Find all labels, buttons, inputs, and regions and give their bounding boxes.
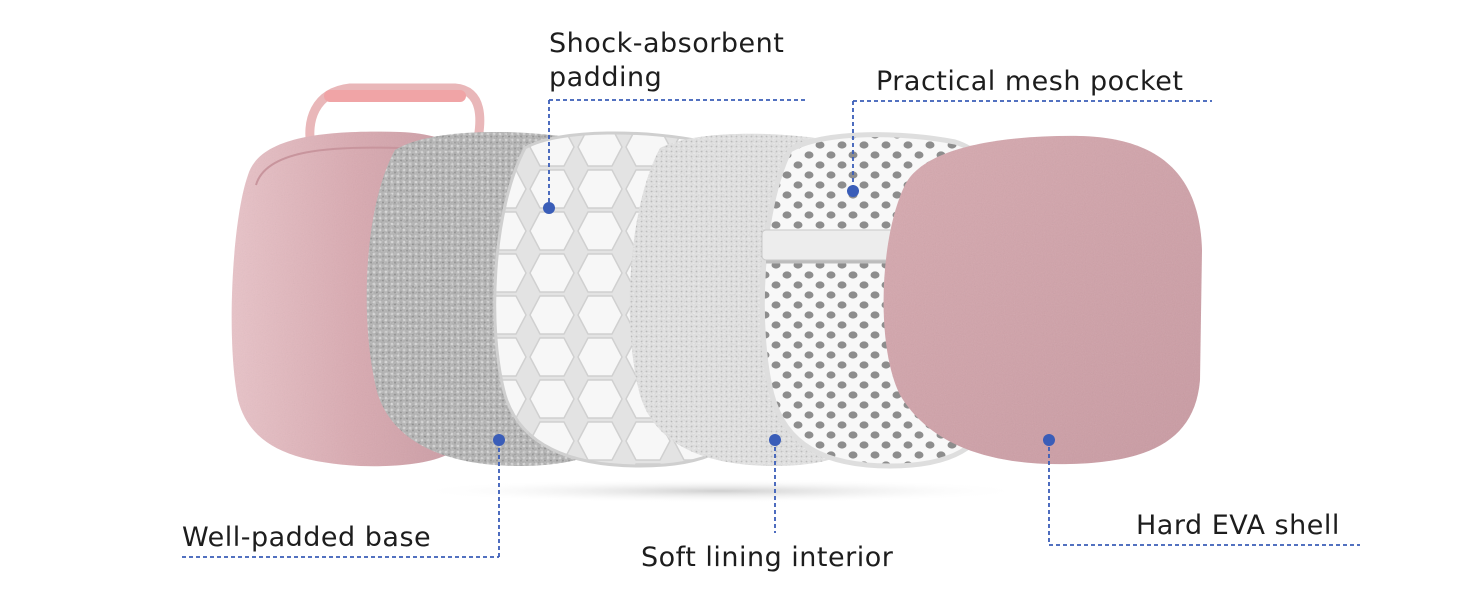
dot-mesh (847, 185, 859, 197)
label-hard-eva-shell: Hard EVA shell (1136, 510, 1340, 541)
label-soft-lining-interior: Soft lining interior (641, 542, 894, 573)
callout-shell (1048, 440, 1360, 546)
callout-mesh (852, 100, 1212, 191)
callout-shock (548, 99, 806, 208)
label-shock-absorbent-padding: Shock-absorbent padding (549, 27, 784, 95)
callout-base (182, 440, 500, 558)
label-shock-line1: Shock-absorbent (549, 28, 785, 59)
floor-shadow (410, 479, 1030, 503)
label-practical-mesh-pocket: Practical mesh pocket (876, 66, 1184, 97)
fabric-lid (883, 135, 1202, 465)
dot-base (493, 434, 505, 446)
dot-shell (1043, 434, 1055, 446)
callout-dots (493, 185, 1055, 446)
label-well-padded-base: Well-padded base (182, 522, 432, 553)
label-shock-line2: padding (549, 62, 663, 93)
callout-lines (182, 99, 1360, 558)
dot-soft (769, 434, 781, 446)
dot-shock (543, 202, 555, 214)
